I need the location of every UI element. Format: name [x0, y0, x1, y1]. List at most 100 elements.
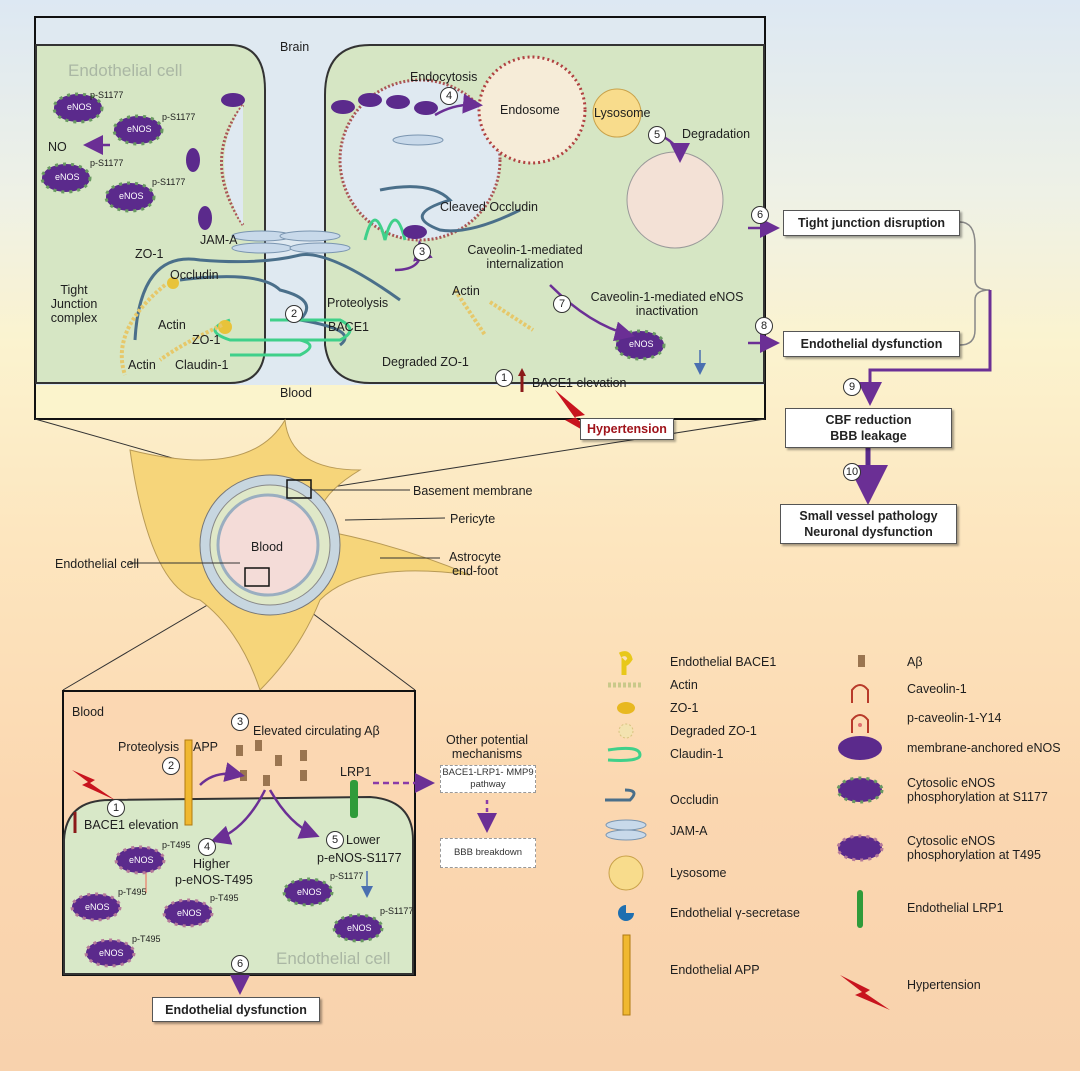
- box-endothelial-dysfunction-bottom-text: Endothelial dysfunction: [165, 1002, 307, 1017]
- label-degraded-zo1: Degraded ZO-1: [382, 355, 469, 369]
- box-small-vessel-text: Small vessel pathology: [799, 509, 938, 523]
- label-p-t495-c: p-T495: [210, 893, 239, 903]
- legend-item-5: Occludin: [670, 793, 719, 807]
- step-number-bottom: 4: [198, 838, 216, 856]
- legend-item-col2-0: Aβ: [907, 655, 923, 669]
- label-actin-b: Actin: [128, 358, 156, 372]
- label-elevated-abeta: Elevated circulating Aβ: [253, 724, 380, 738]
- label-endothelial-cell-top: Endothelial cell: [68, 61, 183, 80]
- legend-item-col2-7: Hypertension: [907, 978, 981, 992]
- label-actin-c: Actin: [452, 284, 480, 298]
- label-astrocyte: Astrocyte end-foot: [448, 550, 502, 578]
- label-bace1-elevation-bottom: BACE1 elevation: [84, 818, 179, 832]
- label-pericyte: Pericyte: [450, 512, 496, 526]
- label-cleaved-occludin: Cleaved Occludin: [440, 200, 538, 214]
- enos-text-bottom: eNOS: [85, 902, 110, 912]
- label-caveolin-inactivation: Caveolin-1-mediated eNOS inactivation: [590, 290, 744, 318]
- hypertension-bolt-top: [555, 390, 600, 440]
- label-other-mechanisms: Other potential mechanisms: [446, 733, 528, 761]
- label-actin-a: Actin: [158, 318, 186, 332]
- enos-text-top: eNOS: [127, 124, 152, 134]
- label-app: APP: [193, 740, 219, 754]
- legend-item-3: Degraded ZO-1: [670, 724, 757, 738]
- legend-item-2: ZO-1: [670, 701, 699, 715]
- legend-item-4: Claudin-1: [670, 747, 724, 761]
- label-lysosome: Lysosome: [594, 106, 651, 120]
- enos-text-bottom: eNOS: [177, 908, 202, 918]
- step-number-bottom: 3: [231, 713, 249, 731]
- label-higher: Higher: [193, 857, 230, 871]
- bottom-panel: [62, 690, 497, 995]
- label-bace1-elevation-top: BACE1 elevation: [532, 376, 627, 390]
- box-endothelial-dysfunction-top-text: Endothelial dysfunction: [800, 337, 943, 351]
- label-p-s1177-a: p-S1177: [90, 90, 124, 100]
- step-number-top: 10: [843, 463, 861, 481]
- step-number-top: 3: [413, 243, 431, 261]
- box-lrp1-pathway-text: BACE1-LRP1- MMP9 pathway: [442, 767, 534, 790]
- legend-item-col2-1: Caveolin-1: [907, 682, 967, 696]
- label-endocytosis: Endocytosis: [410, 70, 478, 84]
- step-number-top: 6: [751, 206, 769, 224]
- label-p-s1177-f: p-S1177: [380, 906, 414, 916]
- label-bace1: BACE1: [328, 320, 369, 334]
- legend-item-col2-6: Endothelial LRP1: [907, 901, 1004, 915]
- box-lrp1-pathway: BACE1-LRP1- MMP9 pathway: [440, 765, 536, 793]
- top-panel: [34, 16, 780, 440]
- label-caveolin-internalization: Caveolin-1-mediated internalization: [467, 243, 583, 271]
- label-tight-junction-complex: Tight Junction complex: [50, 283, 98, 325]
- enos-text-top: eNOS: [55, 172, 80, 182]
- step-number-bottom: 6: [231, 955, 249, 973]
- label-blood-top: Blood: [280, 386, 312, 400]
- enos-text-top: eNOS: [629, 339, 654, 349]
- label-p-s1177-e: p-S1177: [330, 871, 364, 881]
- label-p-t495-b: p-T495: [118, 887, 147, 897]
- step-number-top: 5: [648, 126, 666, 144]
- label-blood-bottom: Blood: [72, 705, 104, 719]
- legend-item-6: JAM-A: [670, 824, 708, 838]
- label-p-t495-a: p-T495: [162, 840, 191, 850]
- label-p-s1177-c: p-S1177: [90, 158, 124, 168]
- label-proteolysis: Proteolysis: [327, 296, 389, 310]
- legend-item-9: Endothelial APP: [670, 963, 760, 977]
- step-number-top: 2: [285, 305, 303, 323]
- label-occludin: Occludin: [170, 268, 219, 282]
- step-number-top: 1: [495, 369, 513, 387]
- legend-item-0: Endothelial BACE1: [670, 655, 777, 669]
- legend-item-1: Actin: [670, 678, 698, 692]
- step-number-bottom: 1: [107, 799, 125, 817]
- step-number-top: 4: [440, 87, 458, 105]
- label-p-t495-d: p-T495: [132, 934, 161, 944]
- box-bbb-breakdown-text: BBB breakdown: [453, 847, 523, 858]
- box-endothelial-dysfunction-bottom: Endothelial dysfunction: [152, 997, 320, 1022]
- box-cbf-bbb-text: CBF reduction: [825, 413, 912, 427]
- enos-text-bottom: eNOS: [297, 887, 322, 897]
- label-zo1-a: ZO-1: [135, 247, 164, 261]
- label-lrp1: LRP1: [340, 765, 372, 779]
- enos-text-bottom: eNOS: [99, 948, 124, 958]
- legend-item-col2-4: Cytosolic eNOS phosphorylation at S1177: [907, 776, 1048, 804]
- label-degradation: Degradation: [682, 127, 751, 141]
- step-number-bottom: 2: [162, 757, 180, 775]
- label-proteolysis-bottom: Proteolysis: [118, 740, 180, 754]
- label-endothelial-cell-vessel: Endothelial cell: [55, 557, 140, 571]
- box-endothelial-dysfunction-top: Endothelial dysfunction: [783, 331, 960, 357]
- label-lower: Lower: [346, 833, 381, 847]
- label-jam-a: JAM-A: [200, 233, 238, 247]
- label-p-s1177-d: p-S1177: [152, 177, 186, 187]
- legend-item-col2-2: p-caveolin-1-Y14: [907, 711, 1002, 725]
- box-small-vessel-text: Neuronal dysfunction: [804, 525, 933, 539]
- box-cbf-bbb-text: BBB leakage: [830, 429, 907, 443]
- label-claudin1: Claudin-1: [175, 358, 229, 372]
- label-endothelial-cell-bottom: Endothelial cell: [276, 949, 391, 968]
- legend-item-7: Lysosome: [670, 866, 727, 880]
- label-blood-vessel: Blood: [251, 540, 283, 554]
- box-tight-junction-disruption-text: Tight junction disruption: [798, 216, 945, 230]
- legend-item-col2-3: membrane-anchored eNOS: [907, 741, 1061, 755]
- label-p-s1177-b: p-S1177: [162, 112, 196, 122]
- legend-item-8: Endothelial γ-secretase: [670, 906, 800, 920]
- step-number-top: 8: [755, 317, 773, 335]
- enos-text-bottom: eNOS: [129, 855, 154, 865]
- legend-item-col2-5: Cytosolic eNOS phosphorylation at T495: [907, 834, 1041, 862]
